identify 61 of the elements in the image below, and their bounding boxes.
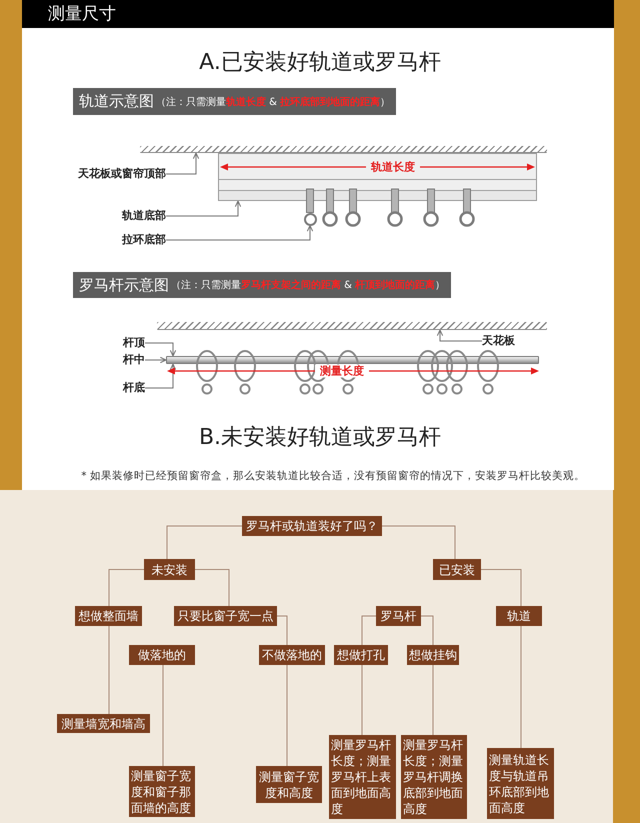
leader-arrow	[144, 342, 176, 357]
connector-line	[166, 525, 242, 559]
connector-line	[108, 568, 144, 606]
dimension-label: 轨道长度	[366, 160, 420, 174]
flow-step: 想做整面墙	[75, 606, 142, 626]
banner-title: 罗马杆示意图	[79, 276, 169, 294]
part-label: 天花板或窗帘顶部	[76, 167, 166, 181]
part-label: 轨道底部	[120, 209, 166, 223]
flow-step: 不做落地的	[259, 645, 325, 665]
leader-arrow	[436, 329, 482, 342]
connector-line	[382, 525, 456, 559]
flow-step: 轨道	[496, 606, 542, 626]
section-heading: B.未安装好轨道或罗马杆	[198, 424, 442, 452]
part-label: 杆中	[121, 353, 145, 367]
connector-line	[108, 626, 110, 714]
connector-line	[432, 665, 434, 735]
leader-arrow	[144, 356, 167, 364]
banner-note: （注：只需测量轨道长度 & 拉环底部到地面的距离）	[156, 95, 390, 108]
section-heading: A.已安装好轨道或罗马杆	[199, 49, 441, 77]
flow-step: 测量墙宽和墙高	[57, 714, 150, 733]
flow-step: 想做挂钩	[407, 645, 459, 665]
connector-line	[520, 626, 522, 748]
footnote: * 如果装修时已经预留窗帘盒，那么安装轨道比较合适，没有预留窗帘的情况下，安装罗马杆比较美观。	[81, 469, 585, 483]
curtain-track	[218, 153, 537, 201]
flow-step: 只要比窗子宽一点	[174, 606, 277, 626]
flow-step: 测量窗子宽度和高度	[256, 766, 322, 803]
part-label: 天花板	[482, 334, 518, 348]
flow-step: 罗马杆	[376, 606, 421, 626]
flow-step: 未安装	[144, 559, 195, 580]
part-label: 杆顶	[121, 336, 145, 350]
ceiling-hatch	[140, 146, 547, 153]
ceiling-hatch	[157, 322, 547, 330]
curtain-rod	[166, 356, 539, 364]
flow-step: 测量轨道长度与轨道吊环底部到地面高度	[487, 748, 554, 819]
title-banner	[73, 88, 396, 115]
flow-step: 罗马杆或轨道装好了吗？	[242, 516, 382, 536]
flow-step: 测量罗马杆长度；测量罗马杆调换底部到地面高度	[401, 735, 467, 819]
connector-line	[361, 615, 376, 645]
flow-step: 测量窗子宽度和窗子那面墙的高度	[129, 766, 195, 817]
banner-title: 轨道示意图	[79, 92, 154, 111]
connector-line	[421, 615, 434, 645]
dimension-label: 测量长度	[315, 364, 369, 378]
leader-arrow	[144, 363, 176, 388]
leader-arrow	[166, 152, 200, 174]
connector-line	[481, 568, 522, 606]
connector-line	[277, 615, 288, 645]
part-label: 拉环底部	[120, 233, 166, 247]
title-banner	[73, 272, 452, 298]
flow-step: 做落地的	[129, 645, 195, 665]
connector-line	[361, 665, 363, 735]
leader-arrow	[166, 200, 242, 216]
banner-note: （注：只需测量罗马杆支架之间的距离 & 杆顶到地面的距离）	[171, 278, 446, 292]
flow-step: 想做打孔	[334, 645, 388, 665]
leader-arrow	[166, 224, 314, 240]
part-label: 杆底	[121, 381, 145, 395]
connector-line	[286, 665, 288, 766]
flow-step: 已安装	[433, 559, 481, 580]
connector-line	[195, 568, 230, 606]
connector-line	[162, 665, 164, 766]
page-title: 测量尺寸	[48, 3, 116, 25]
flow-step: 测量罗马杆长度；测量罗马杆上表面到地面高度	[329, 735, 396, 819]
